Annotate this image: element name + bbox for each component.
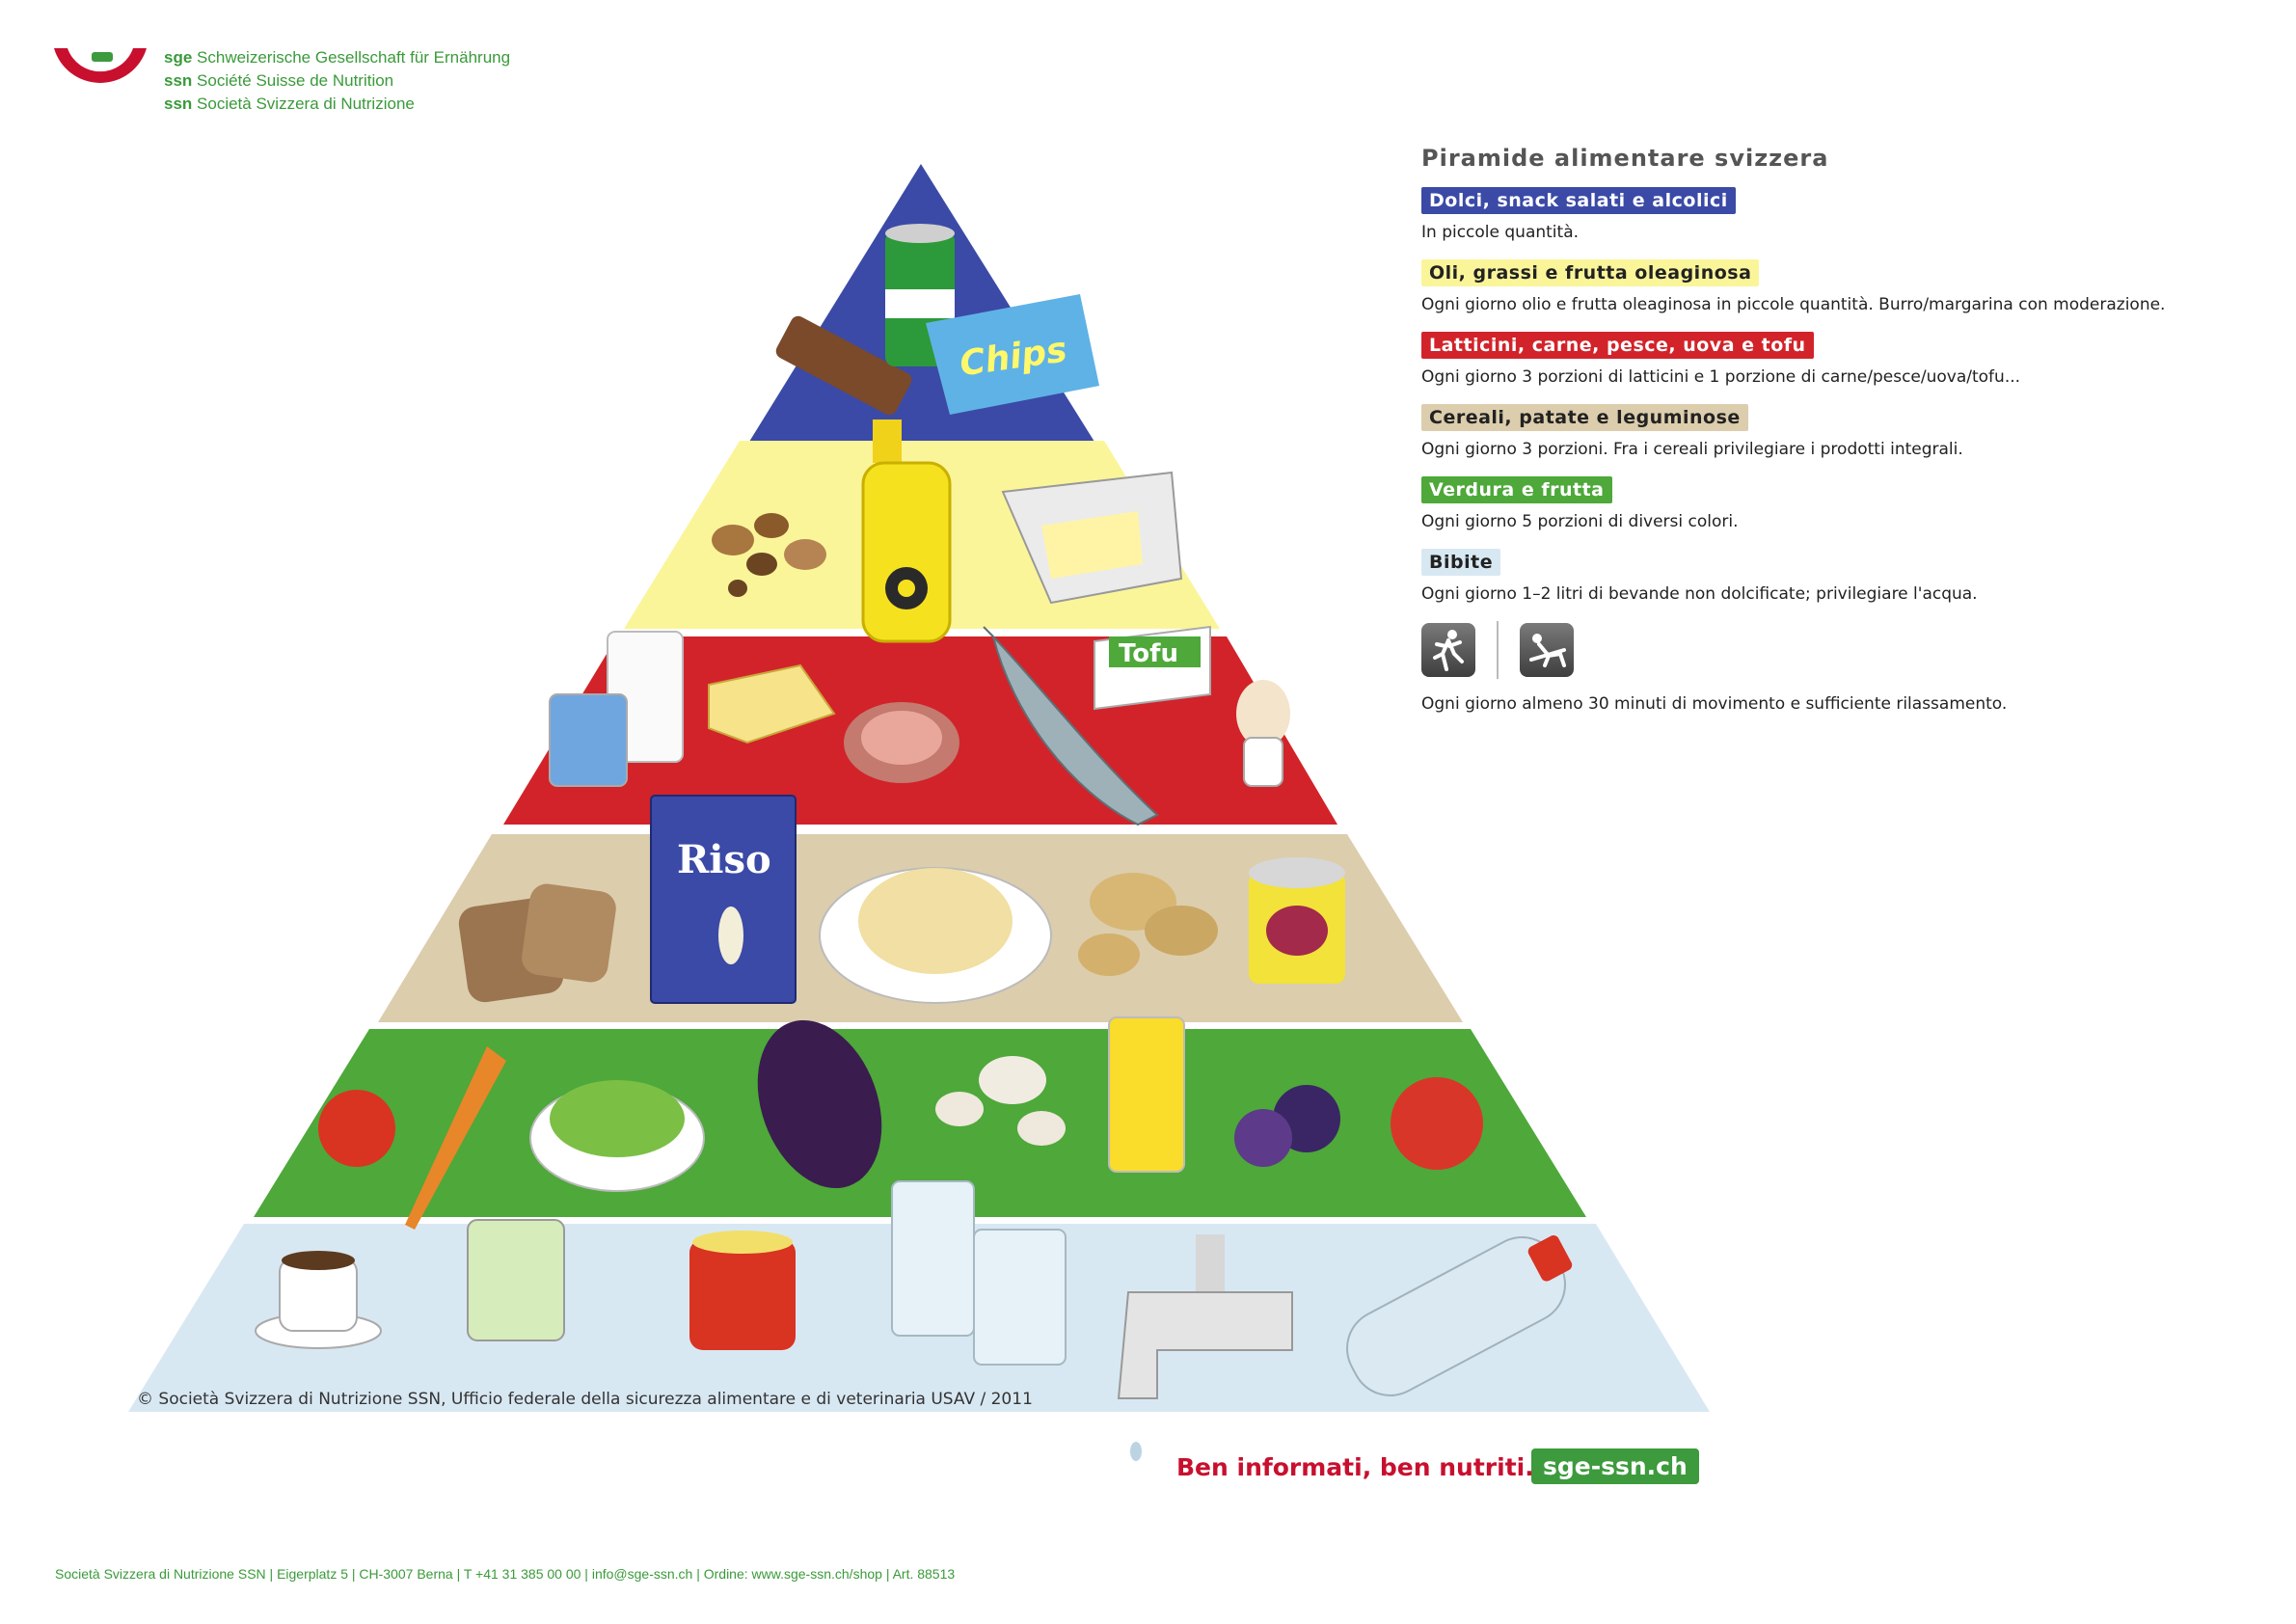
relaxing-icon: [1520, 623, 1574, 677]
legend-item-vegetables: Verdura e frutta Ogni giorno 5 porzioni …: [1421, 476, 2231, 531]
legend-desc: Ogni giorno olio e frutta oleaginosa in …: [1421, 295, 2166, 314]
activity-desc: Ogni giorno almeno 30 minuti di moviment…: [1421, 694, 2008, 714]
coffee-cup-icon: [255, 1251, 382, 1349]
water-glasses-icon: [891, 1180, 1067, 1366]
bread-icon: [458, 883, 616, 1003]
plums-icon: [1234, 1085, 1340, 1167]
egg-icon: [1236, 680, 1290, 787]
footer: Società Svizzera di Nutrizione SSN | Eig…: [55, 1566, 956, 1582]
water-bottle-icon: [1346, 1235, 1573, 1396]
legend-item-grains: Cereali, patate e leguminose Ogni giorno…: [1421, 404, 2231, 459]
slogan: Ben informati, ben nutriti.: [1176, 1453, 1534, 1481]
legend-label: Cereali, patate e leguminose: [1421, 404, 1748, 431]
org-name: Société Suisse de Nutrition: [197, 71, 394, 90]
beans-can-icon: [1249, 857, 1345, 984]
meat-icon: [844, 702, 959, 783]
legend-item-drinks: Bibite Ogni giorno 1–2 litri di bevande …: [1421, 549, 2231, 604]
legend-desc: Ogni giorno 1–2 litri di bevande non dol…: [1421, 584, 1978, 604]
legend-label: Latticini, carne, pesce, uova e tofu: [1421, 332, 1814, 359]
tea-glass-icon: [467, 1219, 565, 1341]
chocolate-bar-icon: [775, 315, 912, 416]
tomato-icon: [318, 1090, 395, 1167]
legend-item-sweets: Dolci, snack salati e alcolici In piccol…: [1421, 187, 2231, 242]
org-names: sge Schweizerische Gesellschaft für Ernä…: [164, 46, 510, 116]
eggplant-icon: [757, 1019, 882, 1189]
tofu-icon: Tofu: [1094, 625, 1211, 711]
legend-label: Oli, grassi e frutta oleaginosa: [1421, 259, 1760, 286]
orange-juice-glass-icon: [1108, 1016, 1185, 1173]
divider: [1497, 621, 1499, 679]
copyright: © Società Svizzera di Nutrizione SSN, Uf…: [137, 1390, 1033, 1409]
carrot-icon: [405, 1046, 506, 1230]
spaghetti-plate-icon: [819, 867, 1052, 1004]
chips-bag-icon: Chips: [926, 294, 1099, 415]
running-icon: [1421, 623, 1475, 677]
org-abbr: ssn: [164, 71, 193, 90]
legend-desc: Ogni giorno 5 porzioni di diversi colori…: [1421, 512, 1739, 531]
tea-mug-icon: [689, 1231, 796, 1350]
nuts-icon: [712, 513, 826, 597]
legend: Piramide alimentare svizzera Dolci, snac…: [1421, 145, 2231, 714]
website-link[interactable]: sge-ssn.ch: [1531, 1448, 1699, 1484]
sge-logo: [50, 42, 156, 104]
milk-glass-icon: [549, 631, 684, 787]
legend-label: Bibite: [1421, 549, 1501, 576]
potatoes-icon: [1078, 873, 1218, 976]
org-abbr: ssn: [164, 95, 193, 113]
rice-label: Riso: [677, 837, 771, 882]
cheese-icon: [708, 663, 836, 744]
butter-icon: [1001, 471, 1183, 605]
tofu-label: Tofu: [1119, 639, 1178, 668]
water-tap-icon: [1117, 1234, 1293, 1461]
org-name: Schweizerische Gesellschaft für Ernährun…: [197, 48, 511, 67]
rice-box-icon: Riso: [650, 795, 797, 1004]
legend-desc: Ogni giorno 3 porzioni di latticini e 1 …: [1421, 367, 2021, 387]
legend-item-dairy: Latticini, carne, pesce, uova e tofu Ogn…: [1421, 332, 2231, 387]
mushrooms-icon: [935, 1056, 1066, 1146]
activity-icons: [1421, 621, 2231, 679]
legend-label: Dolci, snack salati e alcolici: [1421, 187, 1736, 214]
legend-label: Verdura e frutta: [1421, 476, 1612, 503]
legend-desc: In piccole quantità.: [1421, 223, 1580, 242]
legend-desc: Ogni giorno 3 porzioni. Fra i cereali pr…: [1421, 440, 1963, 459]
legend-title: Piramide alimentare svizzera: [1421, 145, 1829, 172]
oil-bottle-icon: [861, 420, 952, 643]
apple-icon: [1391, 1077, 1483, 1170]
salad-bowl-icon: [529, 1080, 705, 1192]
org-name: Società Svizzera di Nutrizione: [197, 95, 415, 113]
org-abbr: sge: [164, 48, 193, 67]
fish-icon: [983, 626, 1159, 826]
legend-item-oils: Oli, grassi e frutta oleaginosa Ogni gio…: [1421, 259, 2231, 314]
